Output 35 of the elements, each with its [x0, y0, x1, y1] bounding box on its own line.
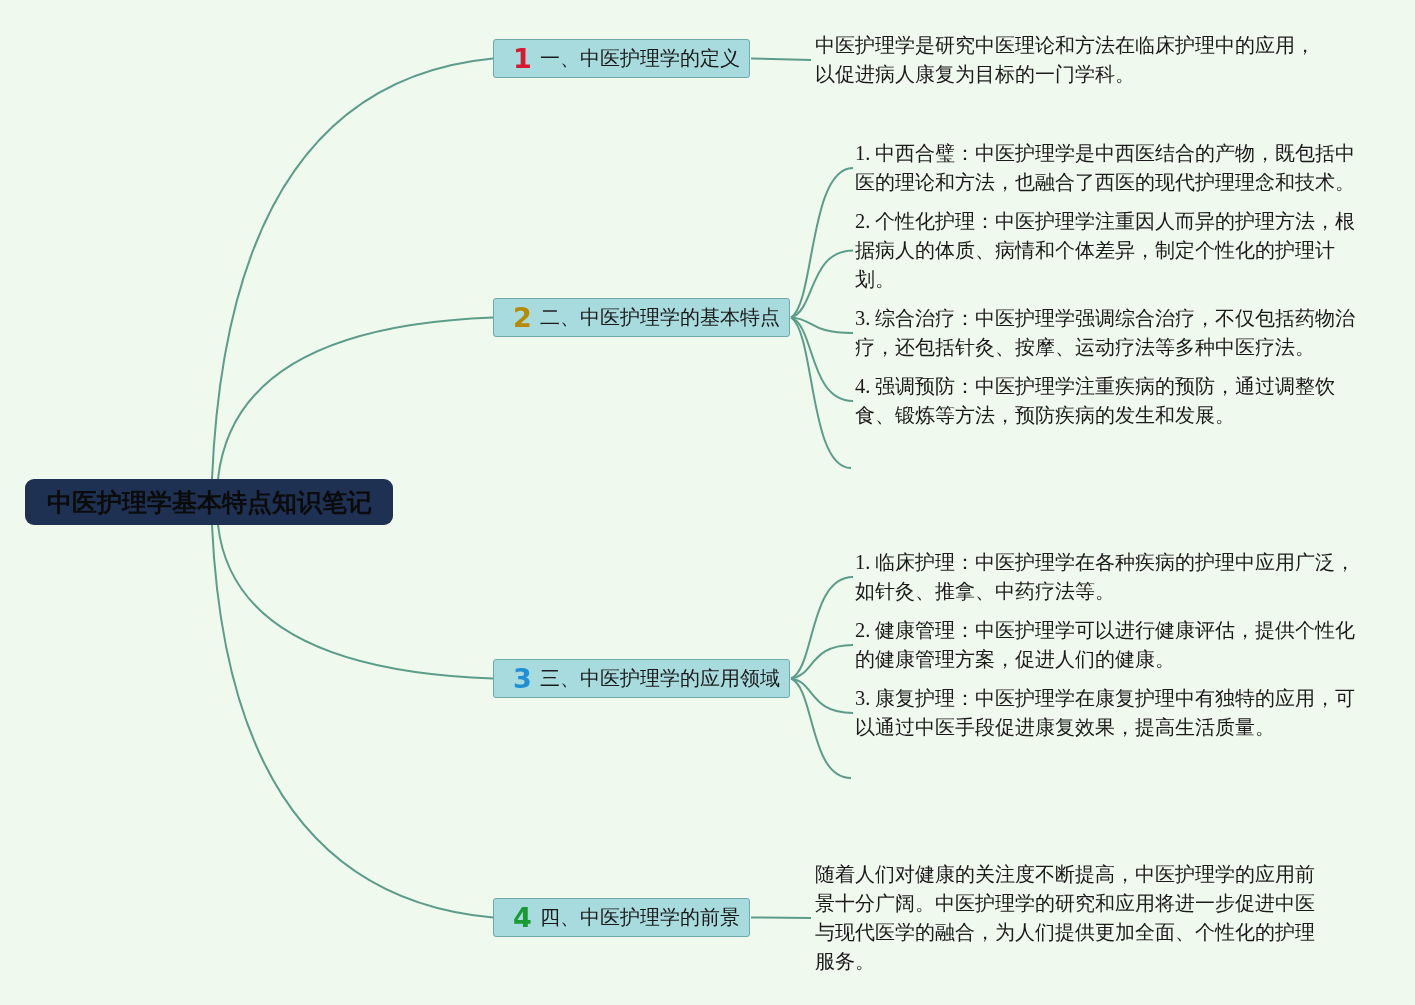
branch-line [211, 57, 494, 480]
branch-line [750, 916, 812, 919]
branch-line [790, 576, 854, 680]
topic-box [493, 659, 790, 698]
list-item-text: 3. 康复护理：中医护理学在康复护理中有独特的应用，可以通过中医手段促进康复效果，提高生活质量。 [855, 684, 1361, 742]
branch-line [211, 524, 494, 919]
branch-line [790, 316, 854, 334]
priority-number: 2 [513, 304, 532, 331]
priority-number: 1 [513, 45, 532, 72]
priority-number: 3 [513, 665, 532, 692]
topic-title: 四、中医护理学的前景 [539, 904, 740, 931]
branch-line [790, 677, 852, 779]
priority-number: 4 [513, 904, 532, 931]
list-item-text: 1. 临床护理：中医护理学在各种疾病的护理中应用广泛，如针灸、推拿、中药疗法等。 [855, 548, 1361, 606]
topic-box [493, 298, 790, 337]
note-text: 中医护理学是研究中医理论和方法在临床护理中的应用，以促进病人康复为目标的一门学科。 [815, 31, 1319, 89]
list-item-text: 1. 中西合璧：中医护理学是中西医结合的产物，既包括中医的理论和方法，也融合了西医的现代护理理念和技术。 [855, 139, 1361, 197]
topic-title: 一、中医护理学的定义 [539, 45, 740, 72]
topic-title: 三、中医护理学的应用领域 [539, 665, 780, 692]
list-item-text: 3. 综合治疗：中医护理学强调综合治疗，不仅包括药物治疗，还包括针灸、按摩、运动疗法等多种中医疗法。 [855, 304, 1361, 362]
branch-line [790, 316, 854, 402]
branch-line [790, 249, 854, 319]
branch-line [750, 57, 812, 61]
branch-line [217, 524, 494, 680]
central-topic: 中医护理学基本特点知识笔记 [25, 479, 393, 525]
branch-line [790, 167, 854, 319]
list-item-text: 4. 强调预防：中医护理学注重疾病的预防，通过调整饮食、锻炼等方法，预防疾病的发生和发展。 [855, 372, 1361, 430]
topic-box [493, 898, 750, 937]
topic-title: 二、中医护理学的基本特点 [539, 304, 780, 331]
note-text: 随着人们对健康的关注度不断提高，中医护理学的应用前景十分广阔。中医护理学的研究和应用将进一步促进中医与现代医学的融合，为人们提供更加全面、个性化的护理服务。 [815, 860, 1319, 976]
branch-line [217, 316, 494, 480]
topic-box [493, 39, 750, 78]
list-item-text: 2. 个性化护理：中医护理学注重因人而异的护理方法，根据病人的体质、病情和个体差异，制定个性化的护理计划。 [855, 207, 1361, 294]
list-item-text: 2. 健康管理：中医护理学可以进行健康评估，提供个性化的健康管理方案，促进人们的健康。 [855, 616, 1361, 674]
branch-line [790, 316, 852, 469]
